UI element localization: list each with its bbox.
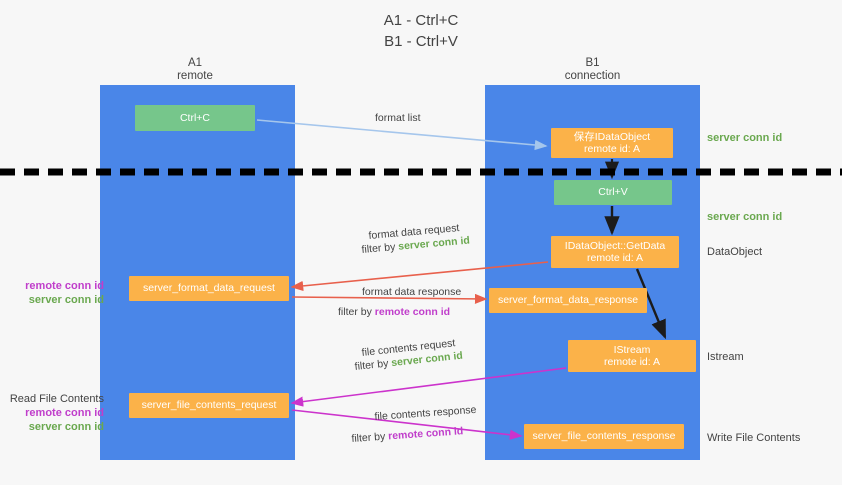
- box-server-file-contents-request[interactable]: server_file_contents_request: [129, 393, 289, 418]
- box-save-idataobject-sub: remote id: A: [583, 143, 641, 155]
- box-save-idataobject[interactable]: 保存IDataObject remote id: A: [551, 128, 673, 158]
- label-istream: Istream: [707, 351, 744, 363]
- arrow-label-file-contents-response-filter: filter by remote conn id: [351, 424, 464, 446]
- page-title: A1 - Ctrl+C B1 - Ctrl+V: [0, 10, 842, 52]
- label-server-conn-id-left-2: server conn id: [28, 421, 104, 433]
- arrow-label-format-data-response-filter: filter by remote conn id: [338, 305, 450, 319]
- box-istream-sub: remote id: A: [603, 356, 661, 368]
- label-server-conn-id-left-1: server conn id: [28, 294, 104, 306]
- label-write-file-contents: Write File Contents: [707, 432, 801, 444]
- box-ctrl-c-label: Ctrl+C: [179, 111, 211, 124]
- box-server-format-data-response[interactable]: server_format_data_response: [489, 288, 647, 313]
- box-server-format-data-response-label: server_format_data_response: [497, 294, 639, 307]
- box-ctrl-v-label: Ctrl+V: [598, 186, 628, 199]
- arrow-label-format-data-response: format data response: [362, 286, 462, 298]
- box-server-file-contents-response[interactable]: server_file_contents_response: [524, 424, 684, 449]
- box-ctrl-c[interactable]: Ctrl+C: [135, 105, 255, 131]
- box-server-file-contents-request-label: server_file_contents_request: [141, 399, 277, 412]
- label-dataobject: DataObject: [707, 246, 763, 258]
- lane-a1-sub: remote: [177, 70, 213, 82]
- box-idataobject-getdata-sub: remote id: A: [586, 252, 644, 264]
- lane-a1-name: A1: [187, 57, 203, 69]
- filter-value-remote-conn-id-1: remote conn id: [374, 306, 451, 318]
- filter-prefix-2: filter by: [338, 306, 375, 318]
- label-server-conn-id-second: server conn id: [707, 211, 783, 223]
- filter-value-remote-conn-id-2: remote conn id: [387, 425, 464, 443]
- filter-prefix-1: filter by: [361, 240, 399, 256]
- filter-prefix-3: filter by: [354, 357, 392, 373]
- box-server-format-data-request-label: server_format_data_request: [143, 282, 275, 295]
- title-line-2: B1 - Ctrl+V: [384, 33, 458, 50]
- lane-b1-name: B1: [585, 57, 600, 69]
- filter-prefix-4: filter by: [351, 430, 389, 445]
- arrow-label-file-contents-response: file contents response: [374, 403, 477, 423]
- label-remote-conn-id-1: remote conn id: [25, 280, 104, 292]
- box-idataobject-getdata-title: IDataObject::GetData: [564, 239, 666, 252]
- box-save-idataobject-title: 保存IDataObject: [573, 130, 651, 143]
- lane-header-a1: A1 remote: [130, 57, 260, 83]
- lane-header-b1: B1 connection: [525, 57, 660, 83]
- lane-b1-sub: connection: [564, 70, 621, 82]
- label-server-conn-id-top: server conn id: [707, 132, 783, 144]
- box-ctrl-v[interactable]: Ctrl+V: [554, 180, 672, 205]
- box-istream[interactable]: IStream remote id: A: [568, 340, 696, 372]
- label-read-file-contents: Read File Contents: [9, 393, 104, 405]
- box-server-format-data-request[interactable]: server_format_data_request: [129, 276, 289, 301]
- box-istream-title: IStream: [613, 343, 651, 356]
- box-idataobject-getdata[interactable]: IDataObject::GetData remote id: A: [551, 236, 679, 268]
- arrow-label-format-list: format list: [375, 112, 421, 124]
- label-group-format-conn-ids: remote conn id server conn id: [8, 279, 104, 307]
- title-line-1: A1 - Ctrl+C: [383, 12, 459, 29]
- box-server-file-contents-response-label: server_file_contents_response: [532, 430, 676, 443]
- label-group-file-conn-ids: Read File Contents remote conn id server…: [8, 392, 104, 434]
- label-remote-conn-id-2: remote conn id: [25, 407, 104, 419]
